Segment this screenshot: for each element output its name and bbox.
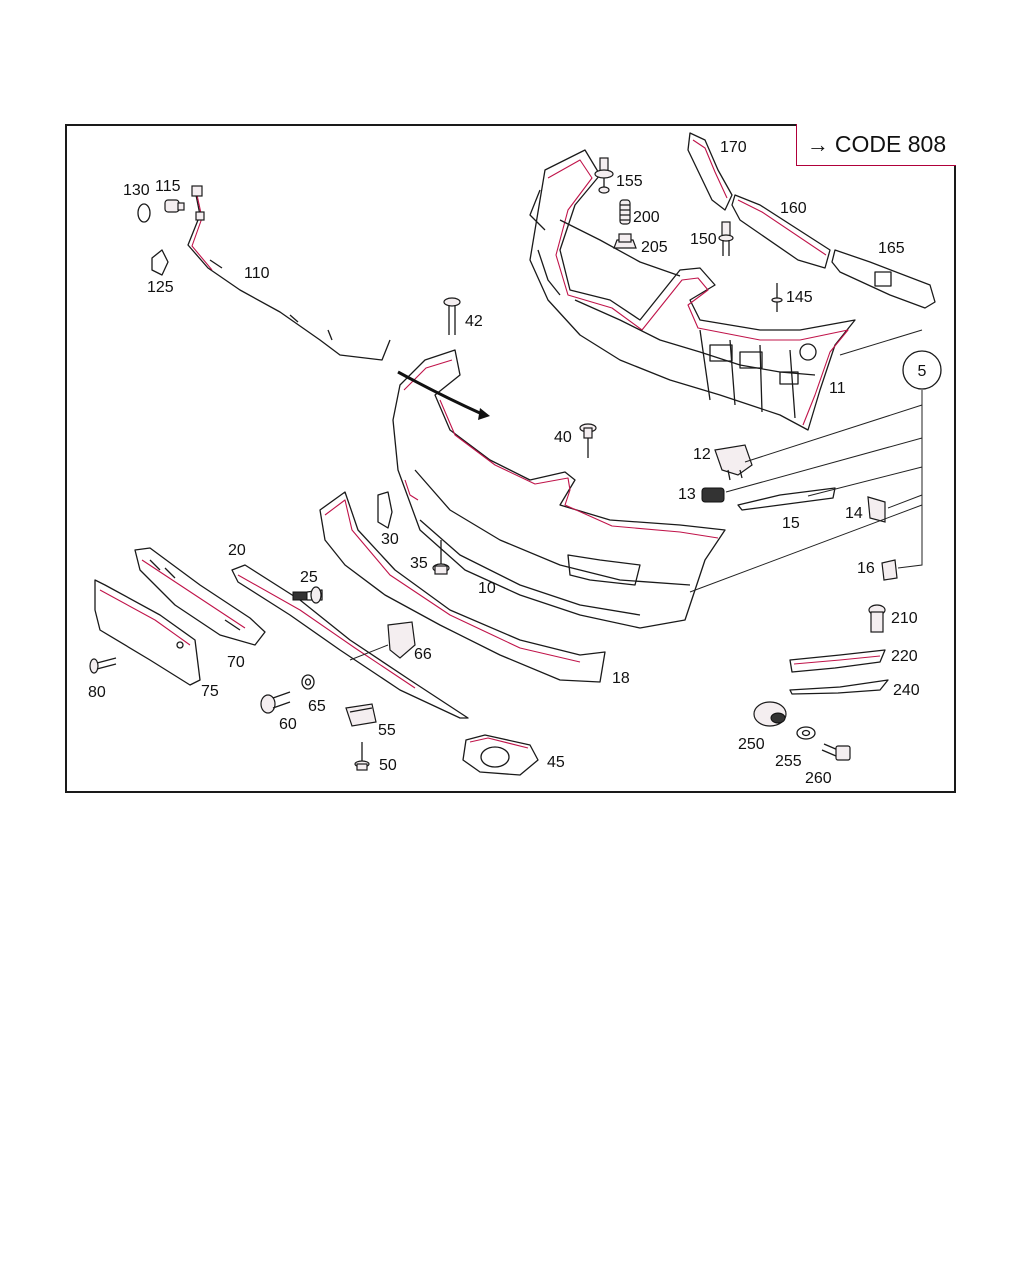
- label-30: 30: [381, 531, 399, 548]
- part-18-lower-spoiler: [319, 491, 606, 683]
- label-55: 55: [378, 722, 396, 739]
- label-12: 12: [693, 446, 711, 463]
- callout-5: [902, 350, 942, 390]
- label-15: 15: [782, 515, 800, 532]
- label-130: 130: [123, 182, 150, 199]
- label-150: 150: [690, 231, 717, 248]
- label-18: 18: [612, 670, 630, 687]
- label-255: 255: [775, 753, 802, 770]
- part-45-fog-lamp-cover: [462, 734, 539, 776]
- part-220-strip: [789, 649, 886, 673]
- part-125-cap: [151, 249, 169, 276]
- part-205-nut: [613, 233, 637, 249]
- part-170-mount-bracket: [687, 132, 733, 211]
- label-25: 25: [300, 569, 318, 586]
- label-13: 13: [678, 486, 696, 503]
- part-200-spring: [619, 199, 631, 225]
- part-70-grille: [134, 547, 266, 646]
- label-205: 205: [641, 239, 668, 256]
- part-12-washer-nozzle: [714, 444, 753, 481]
- label-45: 45: [547, 754, 565, 771]
- part-255-washer: [796, 726, 816, 740]
- label-200: 200: [633, 209, 660, 226]
- callout-leaders: [689, 329, 923, 593]
- part-35-bolt: [432, 540, 450, 575]
- part-210-clip: [868, 604, 886, 633]
- part-16-clip: [881, 559, 898, 581]
- label-155: 155: [616, 173, 643, 190]
- part-50-screw: [354, 742, 370, 771]
- part-145-pin: [771, 283, 783, 312]
- part-110-wiring-harness: [187, 185, 391, 361]
- part-10-bumper-cover: [392, 349, 726, 629]
- label-40: 40: [554, 429, 572, 446]
- label-20: 20: [228, 542, 246, 559]
- label-10: 10: [478, 580, 496, 597]
- label-35: 35: [410, 555, 428, 572]
- label-170: 170: [720, 139, 747, 156]
- label-75: 75: [201, 683, 219, 700]
- part-66-bracket: [349, 621, 416, 661]
- label-80: 80: [88, 684, 106, 701]
- part-80-screw: [89, 657, 117, 674]
- part-75-trim-panel: [94, 579, 201, 686]
- part-20-strip: [231, 564, 469, 719]
- label-160: 160: [780, 200, 807, 217]
- part-65-washer: [301, 674, 315, 690]
- label-66: 66: [414, 646, 432, 663]
- label-145: 145: [786, 289, 813, 306]
- part-60-bolt: [260, 691, 291, 714]
- part-14-clip: [867, 496, 886, 523]
- label-210: 210: [891, 610, 918, 627]
- code-808-label: CODE 808: [834, 131, 947, 157]
- label-14: 14: [845, 505, 863, 522]
- label-115: 115: [155, 178, 181, 195]
- part-115-sensor: [164, 199, 185, 213]
- label-65: 65: [308, 698, 326, 715]
- part-260-bolt: [821, 743, 851, 761]
- part-bumper-carrier: [529, 149, 856, 431]
- label-240: 240: [893, 682, 920, 699]
- part-240-strip: [789, 679, 889, 695]
- label-11: 11: [829, 380, 846, 397]
- part-25-clip: [292, 586, 323, 604]
- right-arrow-icon: →: [806, 131, 829, 157]
- label-220: 220: [891, 648, 918, 665]
- label-70: 70: [227, 654, 245, 671]
- part-15-trim-strip: [737, 487, 836, 511]
- part-labels: 170 155 200 160 205 150 165 145 11 130 1…: [88, 139, 927, 787]
- part-130-ring: [137, 203, 151, 223]
- label-110: 110: [244, 265, 270, 282]
- code-808-badge: → CODE 808: [796, 124, 956, 166]
- part-30-cap: [377, 491, 393, 529]
- part-13-spring: [701, 487, 725, 503]
- part-55-clip: [345, 703, 377, 727]
- label-125: 125: [147, 279, 174, 296]
- part-250-nut: [753, 701, 787, 727]
- part-165-absorber: [831, 249, 936, 309]
- label-60: 60: [279, 716, 297, 733]
- label-42: 42: [465, 313, 483, 330]
- label-165: 165: [878, 240, 905, 257]
- routing-arrow: [397, 370, 490, 420]
- part-40-screw: [579, 423, 597, 458]
- label-50: 50: [379, 757, 397, 774]
- part-150-clip: [718, 221, 734, 256]
- part-42-screw: [443, 297, 461, 335]
- callout-5-label: 5: [918, 363, 927, 380]
- label-16: 16: [857, 560, 875, 577]
- part-160-absorber: [731, 194, 831, 269]
- label-250: 250: [738, 736, 765, 753]
- label-260: 260: [805, 770, 832, 787]
- part-155-bolt: [594, 157, 614, 194]
